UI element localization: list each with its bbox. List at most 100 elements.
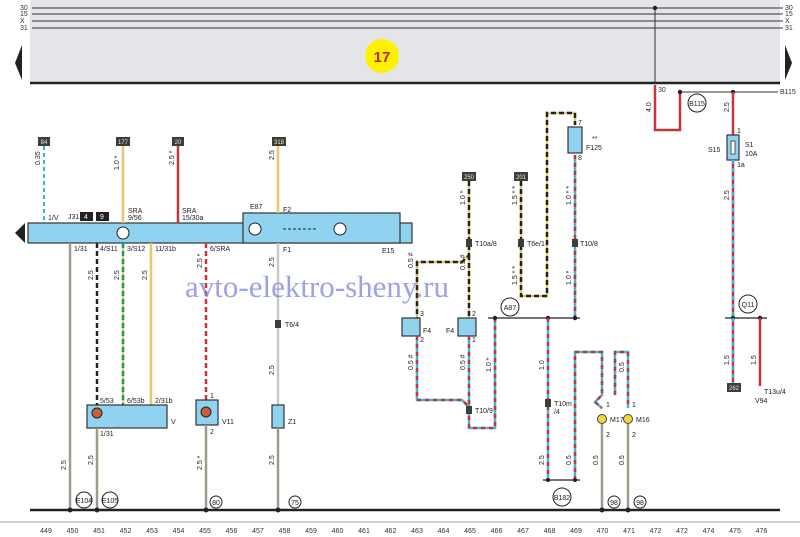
relay-name: J31 <box>68 214 79 221</box>
m17-label: M17 <box>610 417 624 424</box>
node-b115 <box>687 93 707 113</box>
grid-number: 466 <box>491 528 503 535</box>
switch-icon <box>333 222 347 236</box>
svg-text:SRA: SRA <box>128 208 143 215</box>
grid-number: 463 <box>411 528 423 535</box>
grid-number: 472 <box>676 528 688 535</box>
svg-text:2: 2 <box>606 432 610 439</box>
motor-v-label: V <box>171 419 176 426</box>
svg-text:B182: B182 <box>554 495 570 502</box>
svg-text:6/SRA: 6/SRA <box>210 246 231 253</box>
grid-number: 474 <box>703 528 715 535</box>
svg-text:2.5: 2.5 <box>269 365 276 375</box>
wire-red-4.0 <box>653 85 682 132</box>
node-b182 <box>552 487 572 507</box>
svg-text:1.0 *: 1.0 * <box>486 357 493 372</box>
motor-v11-label: V11 <box>222 419 234 426</box>
switch-f4-b <box>457 317 477 337</box>
svg-text:4.0: 4.0 <box>646 102 653 112</box>
svg-text:2.5: 2.5 <box>142 270 149 280</box>
ground-98-b <box>633 495 647 509</box>
grid-number: 471 <box>623 528 635 535</box>
svg-text:98: 98 <box>610 500 618 507</box>
ground-75 <box>288 495 302 509</box>
bus-label-15: 15 <box>20 11 28 18</box>
svg-text:1.5 * *: 1.5 * * <box>512 266 519 285</box>
switch-f125 <box>567 126 583 154</box>
svg-text:318: 318 <box>274 140 285 146</box>
connector-201 <box>514 172 528 181</box>
svg-text:Q11: Q11 <box>742 302 755 309</box>
svg-text:A87: A87 <box>504 305 517 312</box>
svg-text:0.5 #: 0.5 # <box>460 254 467 270</box>
svg-text:7: 7 <box>578 120 582 127</box>
relay-coil-icon <box>116 226 130 240</box>
svg-text:2.5: 2.5 <box>269 150 276 160</box>
svg-text:75: 75 <box>291 500 299 507</box>
grid-number: 476 <box>756 528 768 535</box>
svg-text:0.5 #: 0.5 # <box>408 354 415 370</box>
svg-text:3/S12: 3/S12 <box>127 246 145 253</box>
connector-84 <box>38 137 50 146</box>
wire-red-blue <box>415 336 470 408</box>
svg-text:177: 177 <box>118 140 129 146</box>
svg-text:2.5: 2.5 <box>114 270 121 280</box>
svg-text:1.5: 1.5 <box>751 355 758 365</box>
svg-text:0.5 #: 0.5 # <box>460 354 467 370</box>
grid-number: 467 <box>517 528 529 535</box>
connector-177 <box>116 137 130 146</box>
svg-text:0.35: 0.35 <box>35 151 42 165</box>
svg-text:20: 20 <box>175 140 182 146</box>
page-badge <box>365 39 399 73</box>
switch-f4-a <box>401 317 421 337</box>
grid-number: 456 <box>226 528 238 535</box>
svg-text:3: 3 <box>420 311 424 318</box>
wire-gauge-labels: 0.35 1.0 * 2.5 * 2.5 2.5 2.5 2.5 2.5 * 2… <box>35 102 758 470</box>
left-arrow-icon[interactable] <box>15 223 25 243</box>
ground-e104 <box>75 491 93 509</box>
grid-number: 472 <box>650 528 662 535</box>
grid-number: 465 <box>464 528 476 535</box>
grid-number: 451 <box>93 528 105 535</box>
connector-250 <box>462 172 476 181</box>
svg-text:1a: 1a <box>737 162 745 169</box>
svg-text:201: 201 <box>516 175 527 181</box>
e15-label: E15 <box>382 248 395 255</box>
grid-number: 452 <box>120 528 132 535</box>
grid-number: 470 <box>597 528 609 535</box>
next-page-arrow-icon[interactable] <box>785 45 792 80</box>
v94-connector-label: T13u/4 <box>764 389 786 396</box>
svg-text:9/56: 9/56 <box>128 215 142 222</box>
fuse-s1-label: S1 <box>745 142 754 149</box>
svg-text:0.5: 0.5 <box>619 362 626 372</box>
svg-text:1: 1 <box>606 402 610 409</box>
grid-number: 461 <box>358 528 370 535</box>
connector-262 <box>727 383 741 392</box>
svg-text:2/31b: 2/31b <box>155 398 173 405</box>
connector-20 <box>172 137 184 146</box>
node-b115-label: B115 <box>689 101 705 108</box>
heater-z1 <box>271 404 285 429</box>
svg-text:T10/9: T10/9 <box>475 408 493 415</box>
svg-text:2: 2 <box>420 337 424 344</box>
prev-page-arrow-icon[interactable] <box>15 45 22 80</box>
svg-text:84: 84 <box>41 140 48 146</box>
grid-number: 475 <box>729 528 741 535</box>
svg-text:1.0 *: 1.0 * <box>114 155 121 170</box>
grid-number: 457 <box>252 528 264 535</box>
bus-label-31: 31 <box>20 25 28 32</box>
ground-80 <box>209 495 223 509</box>
svg-text:5/53: 5/53 <box>100 398 114 405</box>
connector-318 <box>272 137 286 146</box>
svg-text:F4: F4 <box>423 328 431 335</box>
svg-text:1.0 * *: 1.0 * * <box>566 186 573 205</box>
svg-text:250: 250 <box>464 175 475 181</box>
f125-label: F125 <box>586 145 602 152</box>
bus-labels-left: 30 15 X 31 <box>20 5 28 32</box>
svg-text:2.5: 2.5 <box>61 460 68 470</box>
svg-text:0.5: 0.5 <box>593 455 600 465</box>
v94-label: V94 <box>755 398 768 405</box>
svg-text:9: 9 <box>100 214 104 221</box>
